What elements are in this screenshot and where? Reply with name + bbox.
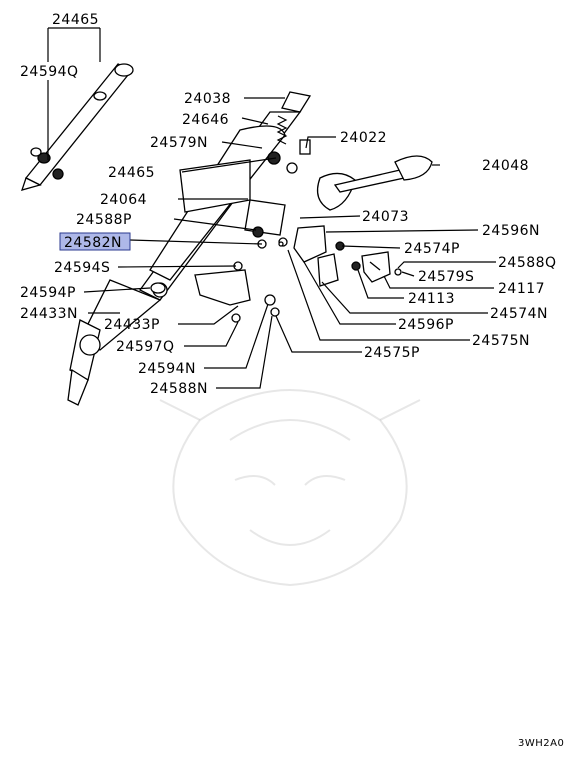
column-shaft-assembly [20, 63, 134, 191]
label-24582N-highlight[interactable]: 24582N [59, 232, 131, 251]
label-24646[interactable]: 24646 [182, 112, 229, 128]
label-24588P[interactable]: 24588P [76, 212, 132, 228]
label-24064[interactable]: 24064 [100, 192, 147, 208]
label-24022[interactable]: 24022 [340, 130, 387, 146]
label-24597Q[interactable]: 24597Q [116, 339, 175, 355]
label-24433P[interactable]: 24433P [104, 317, 160, 333]
label-24594S[interactable]: 24594S [54, 260, 110, 276]
label-24588N[interactable]: 24588N [150, 381, 208, 397]
label-24582N[interactable]: 24582N [64, 235, 122, 251]
label-24575P[interactable]: 24575P [364, 345, 420, 361]
label-24594Q[interactable]: 24594Q [20, 64, 79, 80]
part-labels: 24465 24594Q 24038 24646 24579N 24022 24… [20, 12, 557, 397]
label-24117[interactable]: 24117 [498, 281, 545, 297]
label-24465-top[interactable]: 24465 [52, 12, 99, 28]
diagram-code: 3WH2A0 [518, 738, 564, 749]
label-24596P[interactable]: 24596P [398, 317, 454, 333]
label-24575N[interactable]: 24575N [472, 333, 530, 349]
label-24594N[interactable]: 24594N [138, 361, 196, 377]
label-24579N[interactable]: 24579N [150, 135, 208, 151]
brackets [293, 225, 391, 287]
label-24048[interactable]: 24048 [482, 158, 529, 174]
label-24596N[interactable]: 24596N [482, 223, 540, 239]
label-24038[interactable]: 24038 [184, 91, 231, 107]
leader-lines [47, 27, 496, 389]
watermark-logo [159, 389, 421, 587]
label-24465-mid[interactable]: 24465 [108, 165, 155, 181]
label-24073[interactable]: 24073 [362, 209, 409, 225]
label-24579S[interactable]: 24579S [418, 269, 474, 285]
label-24594P[interactable]: 24594P [20, 285, 76, 301]
label-24433N[interactable]: 24433N [20, 306, 78, 322]
shift-lever [316, 155, 433, 211]
label-24574P[interactable]: 24574P [404, 241, 460, 257]
label-24113[interactable]: 24113 [408, 291, 455, 307]
label-24574N[interactable]: 24574N [490, 306, 548, 322]
small-parts [150, 115, 402, 323]
label-24588Q[interactable]: 24588Q [498, 255, 557, 271]
